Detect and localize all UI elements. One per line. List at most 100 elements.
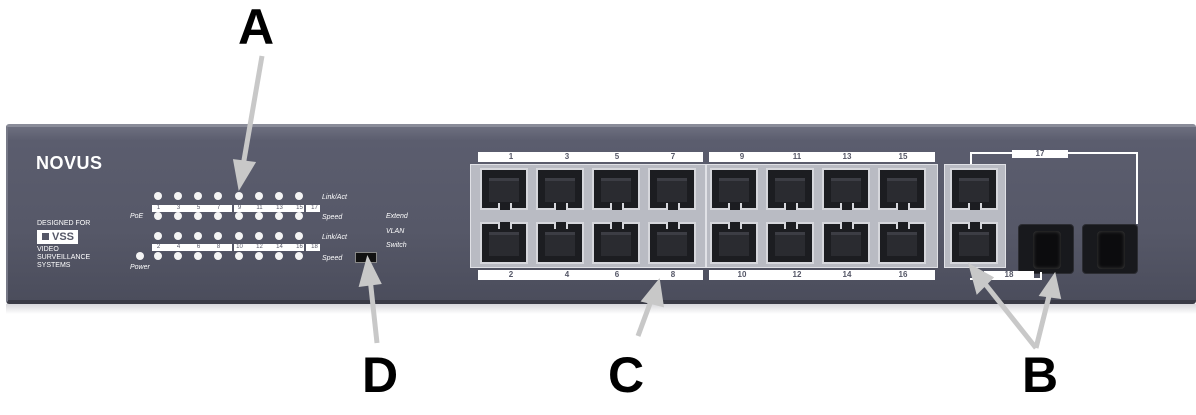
rj45-jack bbox=[887, 232, 917, 256]
ethernet-port[interactable] bbox=[592, 168, 640, 210]
rj45-tab bbox=[498, 203, 512, 210]
rj45-tab bbox=[610, 222, 624, 229]
uplink-17-bracket-right bbox=[1136, 152, 1138, 224]
ethernet-port[interactable] bbox=[766, 168, 814, 210]
status-led bbox=[174, 232, 182, 240]
uplink-17-label-bar: 17 bbox=[1012, 149, 1068, 158]
port-number-label: 3 bbox=[564, 152, 570, 161]
status-led bbox=[235, 212, 243, 220]
status-led bbox=[235, 252, 243, 260]
arrow-a-shaft bbox=[240, 55, 265, 167]
rj45-jack bbox=[887, 178, 917, 202]
status-led bbox=[255, 192, 263, 200]
power-label: Power bbox=[130, 264, 150, 271]
led-number-bar-top-mid bbox=[234, 205, 304, 212]
rj45-jack bbox=[959, 232, 989, 256]
status-led bbox=[295, 232, 303, 240]
poe-label: PoE bbox=[130, 213, 144, 220]
status-led bbox=[275, 212, 283, 220]
ethernet-port[interactable] bbox=[536, 222, 584, 264]
rj45-tab bbox=[666, 203, 680, 210]
ethernet-port[interactable] bbox=[878, 168, 926, 210]
arrow-c-head bbox=[640, 278, 665, 308]
sfp-cage bbox=[1097, 231, 1125, 269]
vss-logo: VSS bbox=[37, 230, 79, 244]
status-led bbox=[295, 252, 303, 260]
rj45-jack bbox=[601, 178, 631, 202]
port-number-label: 5 bbox=[614, 152, 620, 161]
ethernet-port[interactable] bbox=[766, 222, 814, 264]
ethernet-port[interactable] bbox=[648, 222, 696, 264]
status-led bbox=[194, 232, 202, 240]
status-led bbox=[275, 252, 283, 260]
ethernet-port[interactable] bbox=[710, 222, 758, 264]
status-led bbox=[154, 192, 162, 200]
rj45-tab bbox=[784, 222, 798, 229]
port-number-label: 4 bbox=[564, 270, 570, 279]
rj45-tab bbox=[554, 203, 568, 210]
sfp-slot-18[interactable] bbox=[1018, 224, 1074, 274]
status-led bbox=[154, 232, 162, 240]
rj45-tab bbox=[728, 203, 742, 210]
led-number: 9 bbox=[237, 205, 242, 211]
led-number: 12 bbox=[256, 244, 263, 250]
led-number: 3 bbox=[176, 205, 181, 211]
led-number: 4 bbox=[176, 244, 181, 250]
uplink-ethernet-port[interactable] bbox=[950, 222, 998, 264]
ethernet-port[interactable] bbox=[480, 168, 528, 210]
port-number-label: 9 bbox=[739, 152, 745, 161]
arrow-b-right-head bbox=[1038, 271, 1062, 299]
ethernet-port[interactable] bbox=[592, 222, 640, 264]
power-led bbox=[136, 252, 144, 260]
sfp-slot-17[interactable] bbox=[1082, 224, 1138, 274]
led-number-bar-bottom-left bbox=[152, 244, 232, 251]
status-led bbox=[174, 192, 182, 200]
callout-d-label: D bbox=[362, 347, 399, 403]
sfp-cage bbox=[1033, 231, 1061, 269]
vss-badge: DESIGNED FOR VSS VIDEO SURVEILLANCE SYST… bbox=[37, 220, 90, 270]
ethernet-port[interactable] bbox=[822, 222, 870, 264]
port-number-label: 8 bbox=[670, 270, 676, 279]
ethernet-port[interactable] bbox=[480, 222, 528, 264]
led-number-bar-bottom-right bbox=[306, 244, 320, 251]
status-led bbox=[194, 212, 202, 220]
led-number-bar-top-left bbox=[152, 205, 232, 212]
chassis-shadow bbox=[6, 304, 1196, 314]
rj45-jack bbox=[545, 232, 575, 256]
rj45-jack bbox=[831, 232, 861, 256]
rj45-jack bbox=[719, 178, 749, 202]
vss-caption-1: VIDEO bbox=[37, 246, 59, 253]
rj45-tab bbox=[498, 222, 512, 229]
port-number-label: 13 bbox=[842, 152, 852, 161]
uplink-ethernet-port[interactable] bbox=[950, 168, 998, 210]
callout-b-label: B bbox=[1022, 347, 1059, 403]
ethernet-port[interactable] bbox=[822, 168, 870, 210]
rj45-tab bbox=[840, 203, 854, 210]
port-label-bar-top-right bbox=[709, 152, 935, 162]
vss-square-icon bbox=[41, 232, 50, 241]
rj45-tab bbox=[666, 222, 680, 229]
port-number-label: 15 bbox=[898, 152, 908, 161]
status-led bbox=[194, 252, 202, 260]
port-label-bar-bottom-left bbox=[478, 270, 703, 280]
led-number: 5 bbox=[196, 205, 201, 211]
rj45-jack bbox=[831, 178, 861, 202]
designed-for-label: DESIGNED FOR bbox=[37, 220, 91, 227]
led-number-bar-bottom-mid bbox=[234, 244, 304, 251]
port-label-bar-top-left bbox=[478, 152, 703, 162]
led-number: 14 bbox=[276, 244, 283, 250]
callout-c-label: C bbox=[608, 347, 645, 403]
ethernet-port[interactable] bbox=[648, 168, 696, 210]
led-number: 8 bbox=[216, 244, 221, 250]
ethernet-port[interactable] bbox=[878, 222, 926, 264]
ethernet-port[interactable] bbox=[536, 168, 584, 210]
rj45-tab bbox=[610, 203, 624, 210]
status-led bbox=[255, 252, 263, 260]
port-number-label: 11 bbox=[792, 152, 802, 161]
port-number-label: 6 bbox=[614, 270, 620, 279]
status-led bbox=[154, 252, 162, 260]
ethernet-port[interactable] bbox=[710, 168, 758, 210]
link-act-label-top: Link/Act bbox=[322, 194, 347, 201]
port-number-label: 1 bbox=[508, 152, 514, 161]
